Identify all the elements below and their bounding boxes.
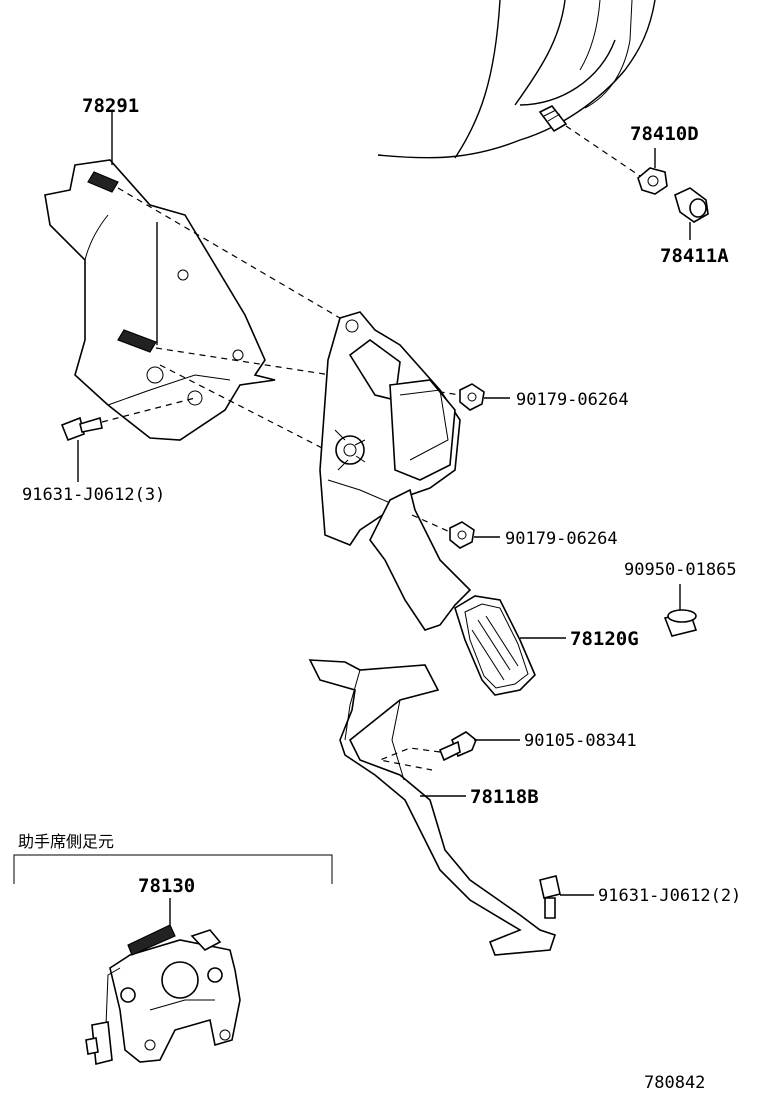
label-90179-lower: 90179-06264 [505,529,618,549]
bracket-78118b [308,659,557,956]
inset-frame [13,854,333,884]
label-90950: 90950-01865 [624,560,737,580]
label-78411a: 78411A [660,245,729,267]
label-90105: 90105-08341 [524,731,637,751]
nut-90179-upper [459,383,510,411]
label-78120g: 78120G [570,628,639,650]
label-78118b: 78118B [470,786,539,808]
bracket-78291 [44,112,276,441]
label-90179-upper: 90179-06264 [516,390,629,410]
label-78410d: 78410D [630,123,699,145]
bolt-90105 [438,731,520,762]
label-78291: 78291 [82,95,139,117]
nut-90179-lower [449,521,500,549]
bolt-91631-left [60,416,103,482]
inset-caption: 助手席側足元 [18,832,114,851]
bolt-91631-right [539,875,594,919]
clip-78410d [637,148,668,195]
label-91631-right: 91631-J0612(2) [598,886,741,906]
panel-stud [538,104,568,133]
bracket-studs [87,171,157,353]
label-91631-left: 91631-J0612(3) [22,485,165,505]
label-78130: 78130 [138,875,195,897]
diagram-id: 780842 [644,1073,705,1093]
pedal-assembly [319,311,536,696]
assembly-78130 [85,898,241,1066]
body-panel-outline [377,0,656,159]
grommet-90950 [663,584,698,637]
cap-78411a [674,187,709,240]
